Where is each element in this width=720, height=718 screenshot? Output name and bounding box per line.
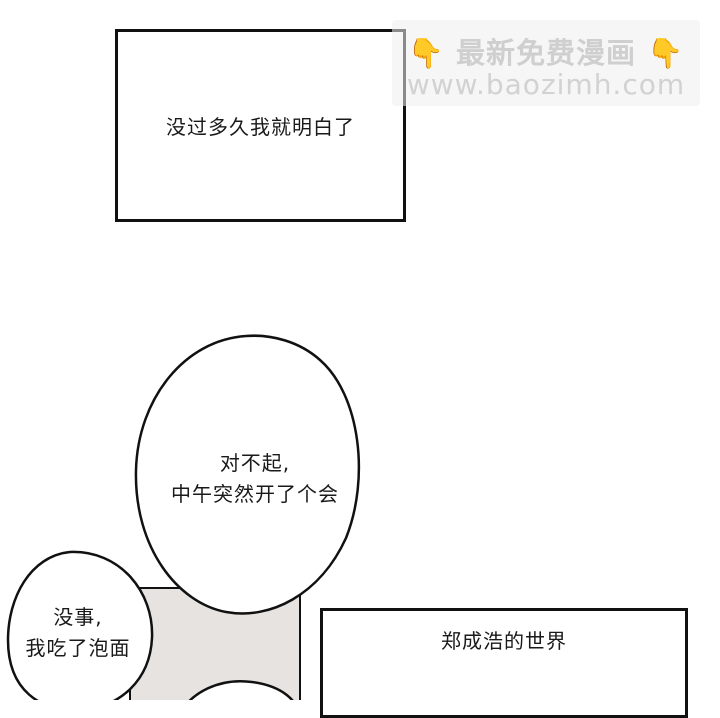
main-bubble-line-1: 对不起, <box>219 451 291 475</box>
watermark-title: 最新免费漫画 <box>455 36 636 70</box>
caption-box-top: 没过多久我就明白了 <box>115 29 406 222</box>
small-bubble-line-1: 没事, <box>53 605 103 629</box>
pointing-down-hand-icon: 👇 <box>407 36 445 70</box>
caption-box-bottom: 郑成浩的世界 <box>320 608 688 718</box>
main-bubble-line-2: 中午突然开了个会 <box>171 482 339 506</box>
watermark-url: www.baozimh.com <box>406 68 686 101</box>
watermark: 👇 最新免费漫画 👇 www.baozimh.com <box>392 20 700 106</box>
caption-bottom-text: 郑成浩的世界 <box>441 628 567 653</box>
caption-top-text: 没过多久我就明白了 <box>166 115 355 139</box>
small-speech-bubble <box>6 550 154 700</box>
main-bubble-text: 对不起, 中午突然开了个会 <box>140 448 370 510</box>
watermark-title-row: 👇 最新免费漫画 👇 <box>392 30 700 72</box>
small-bubble-text: 没事, 我吃了泡面 <box>8 602 148 664</box>
small-bubble-line-2: 我吃了泡面 <box>25 636 131 660</box>
partial-bubble-bottom <box>188 680 294 700</box>
comic-page: 没过多久我就明白了 对不起, 中午突然开了个会 没事, 我吃了泡面 郑成浩的世界… <box>6 20 700 718</box>
main-speech-bubble <box>134 334 361 615</box>
pointing-down-hand-icon: 👇 <box>647 36 685 70</box>
comic-line-art <box>6 334 361 700</box>
